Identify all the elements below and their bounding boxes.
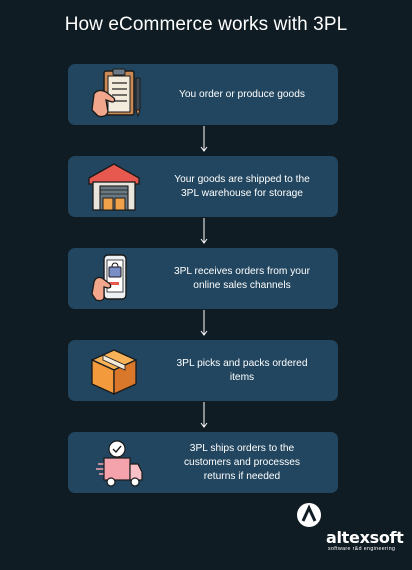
- step-1-card: You order or produce goods: [68, 64, 338, 125]
- logo-tagline: software r&d engineering: [328, 546, 396, 552]
- step-3-card: 3PL receives orders from your online sal…: [68, 248, 338, 309]
- warehouse-icon: [84, 160, 144, 213]
- step-5-card: 3PL ships orders to the customers and pr…: [68, 432, 338, 493]
- arrow-down-icon: [200, 126, 208, 152]
- arrow-down-icon: [200, 310, 208, 336]
- step-4-text: 3PL picks and packs ordered items: [176, 357, 308, 383]
- step-3-text: 3PL receives orders from your online sal…: [173, 265, 311, 291]
- altexsoft-logo-mark: [297, 503, 321, 527]
- page-title: How eCommerce works with 3PL: [64, 14, 348, 35]
- altexsoft-logo: altexsoft software r&d engineering: [296, 502, 404, 552]
- step-4-card: 3PL picks and packs ordered items: [68, 340, 338, 401]
- step-2-card: Your goods are shipped to the 3PL wareho…: [68, 156, 338, 217]
- logo-name: altexsoft: [326, 528, 404, 547]
- step-2-text: Your goods are shipped to the 3PL wareho…: [174, 173, 310, 199]
- arrow-down-icon: [200, 218, 208, 244]
- step-5-text: 3PL ships orders to the customers and pr…: [183, 442, 301, 482]
- smartphone-icon: [84, 252, 144, 305]
- arrow-down-icon: [200, 402, 208, 428]
- truck-icon: [84, 436, 144, 489]
- box-icon: [84, 344, 144, 397]
- step-1-text: You order or produce goods: [179, 88, 305, 100]
- clipboard-icon: [84, 68, 144, 121]
